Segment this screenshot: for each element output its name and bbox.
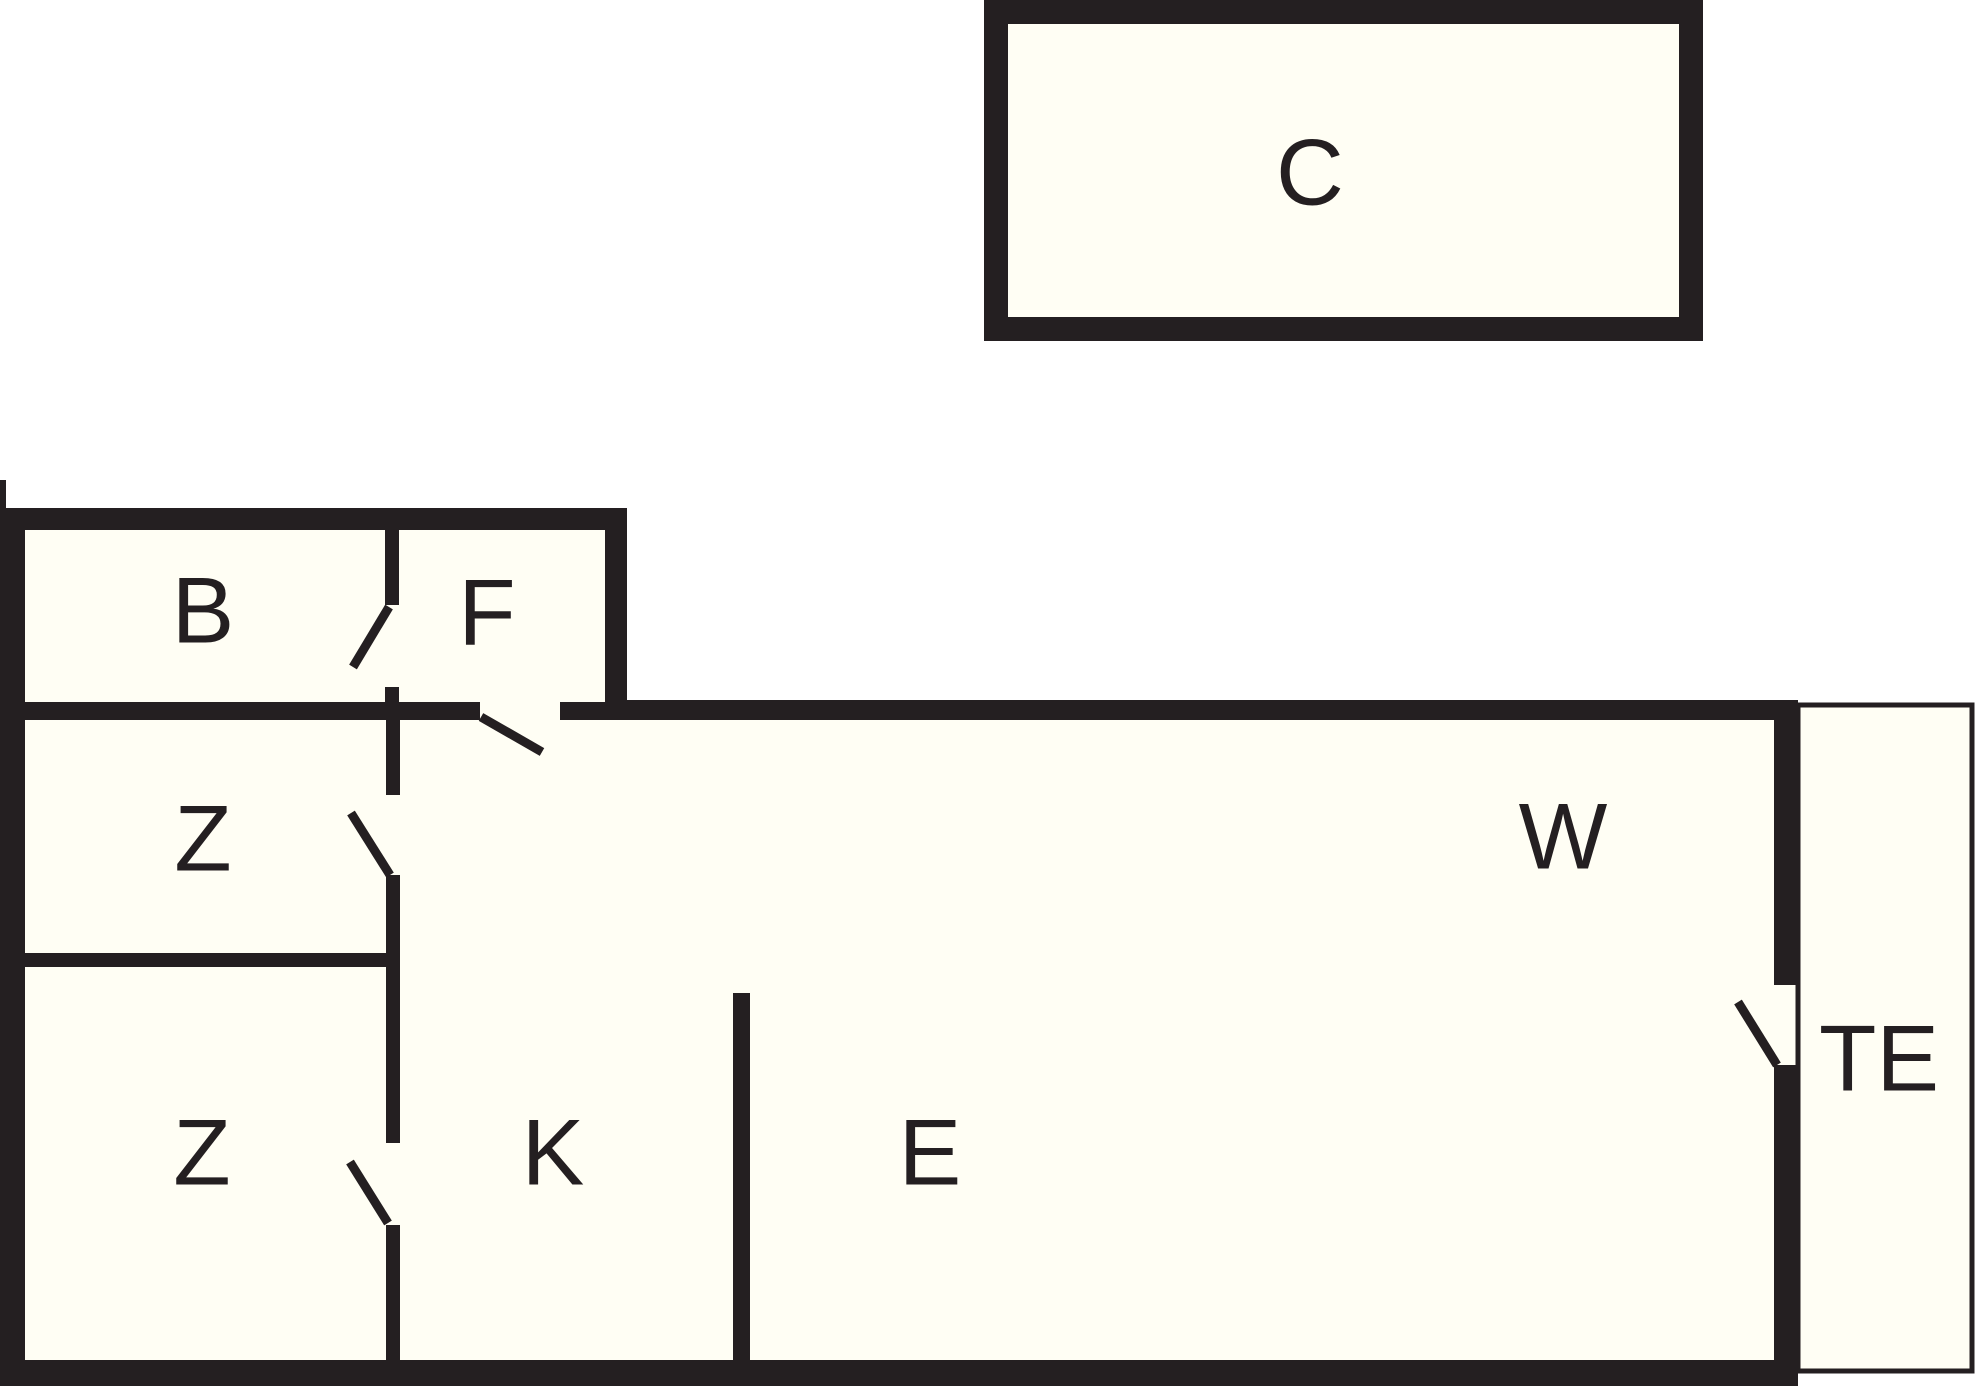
door-leaf-terrace xyxy=(1734,999,1781,1068)
room-label-e: E xyxy=(899,1100,962,1205)
room-label-w: W xyxy=(1519,784,1608,889)
ke-divider-wall xyxy=(733,993,750,1362)
terrace-outline xyxy=(1795,702,1975,1374)
door-leaf-z-lower xyxy=(346,1159,392,1226)
bf-divider-wall-upper xyxy=(385,530,399,605)
room-label-z-lower: Z xyxy=(173,1100,230,1205)
left-edge-tick xyxy=(0,480,6,508)
door-opening-f-hall xyxy=(480,700,560,720)
room-label-k: K xyxy=(522,1100,585,1205)
garage-floor xyxy=(1008,24,1679,317)
room-label-c: C xyxy=(1276,120,1344,225)
bf-divider-wall-lower xyxy=(385,687,399,720)
door-leaf-b-f xyxy=(349,604,393,670)
room-b-floor xyxy=(25,530,399,702)
hall-wall-lower xyxy=(386,1225,400,1362)
zz-divider-wall xyxy=(25,953,386,967)
hall-wall-upper xyxy=(386,720,400,795)
door-leaf-z-middle xyxy=(347,810,394,878)
room-label-f: F xyxy=(458,560,515,665)
main-interior-floor xyxy=(25,720,1774,1360)
room-label-te: TE xyxy=(1819,1006,1939,1111)
room-label-z-middle: Z xyxy=(174,786,231,891)
door-opening-terrace xyxy=(1774,985,1798,1065)
hall-wall-middle xyxy=(386,875,400,1143)
room-label-b: B xyxy=(172,558,235,663)
door-leaf-f-hall xyxy=(478,713,545,756)
room-f-floor xyxy=(399,530,605,702)
